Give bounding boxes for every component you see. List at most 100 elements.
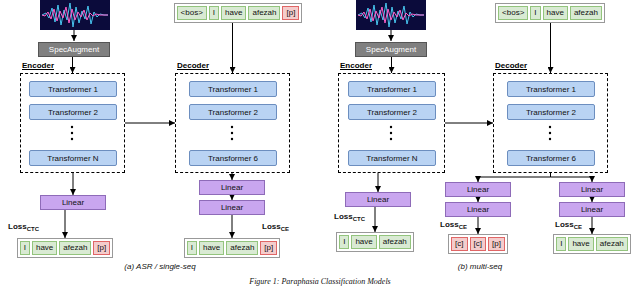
block-heading: Encoder: [22, 61, 54, 70]
loss-name: Loss: [8, 222, 27, 231]
arrow: [375, 207, 376, 232]
block-heading: Encoder: [340, 61, 372, 70]
arrow: [378, 173, 379, 192]
token-box: have: [543, 6, 568, 20]
arrow: [551, 173, 593, 182]
loss-subscript: CE: [459, 224, 467, 230]
transformer-box: Transformer 1: [189, 81, 277, 97]
block-heading: Decoder: [495, 61, 527, 70]
dashed-block: EncoderTransformer 1Transformer 2Transfo…: [20, 73, 125, 173]
loss-label: LossCTC: [334, 212, 365, 222]
augment-box: SpecAugment: [38, 42, 110, 57]
box-label: afezah: [600, 239, 624, 248]
box-label: have: [203, 243, 220, 252]
loss-name: Loss: [334, 212, 353, 221]
transformer-box: Transformer 2: [189, 104, 277, 120]
box-label: SpecAugment: [366, 45, 416, 54]
box-label: Linear: [367, 195, 389, 204]
subfigure-caption: (b) multi-seq: [330, 262, 630, 271]
token-row: Ihave afezah: [553, 234, 631, 254]
token-box: have: [568, 237, 593, 251]
box-label: have: [572, 239, 589, 248]
ellipsis-dots: [71, 126, 551, 140]
waveform: [40, 0, 110, 30]
box-label: Linear: [467, 205, 489, 214]
arrow: [232, 173, 233, 180]
tag-token-box: [p]: [488, 237, 505, 251]
token-box: I: [339, 235, 349, 249]
linear-box: Linear: [199, 180, 265, 195]
box-label: Transformer 1: [48, 85, 98, 94]
box-label: [p]: [492, 239, 501, 248]
tag-token-box: [c]: [451, 237, 467, 251]
box-label: Transformer 2: [367, 108, 417, 117]
arrow: [592, 217, 593, 234]
augment-box: SpecAugment: [355, 42, 427, 57]
box-label: Transformer 2: [526, 108, 576, 117]
box-label: Transformer 2: [48, 108, 98, 117]
box-label: have: [225, 8, 242, 17]
loss-subscript: CTC: [27, 226, 39, 232]
linear-box: Linear: [445, 202, 511, 217]
tag-token-box: [p]: [282, 6, 299, 20]
box-label: Linear: [221, 183, 243, 192]
box-label: I: [534, 8, 536, 17]
loss-subscript: CE: [574, 224, 582, 230]
box-label: I: [560, 239, 562, 248]
token-box: afezah: [379, 235, 411, 249]
token-box: afezah: [248, 6, 280, 20]
box-label: Transformer 1: [208, 85, 258, 94]
loss-subscript: CTC: [353, 216, 365, 222]
waveform: [356, 0, 426, 30]
tag-token-box: [c]: [470, 237, 486, 251]
token-row: <bos> Ihaveafezah: [495, 3, 605, 23]
box-label: [c]: [474, 239, 482, 248]
box-label: Linear: [581, 205, 603, 214]
linear-box: Linear: [199, 200, 265, 215]
linear-box: Linear: [345, 192, 411, 207]
token-box: have: [199, 241, 224, 255]
input-arrow: [74, 30, 75, 41]
box-label: I: [343, 237, 345, 246]
transformer-box: Transformer N: [348, 150, 436, 166]
transformer-box: Transformer 1: [507, 81, 595, 97]
dashed-block: EncoderTransformer 1Transformer 2Transfo…: [338, 73, 445, 173]
box-label: Linear: [221, 203, 243, 212]
subfigure-caption: (a) ASR / single-seq: [10, 262, 310, 271]
loss-label: LossCTC: [8, 222, 39, 232]
arrow: [125, 123, 175, 124]
loss-name: Loss: [262, 222, 281, 231]
box-label: I: [213, 8, 215, 17]
arrow: [550, 23, 551, 73]
transformer-box: Transformer 6: [507, 150, 595, 166]
token-row: Ihave afezah: [336, 232, 414, 252]
box-label: <bos>: [502, 8, 524, 17]
token-box: afezah: [570, 6, 602, 20]
token-box: afezah: [226, 241, 258, 255]
loss-label: LossCE: [262, 222, 289, 232]
arrow: [65, 210, 66, 238]
token-box: I: [209, 6, 219, 20]
arrow: [232, 23, 233, 73]
arrow: [232, 215, 233, 238]
box-label: I: [24, 243, 26, 252]
box-label: Transformer 1: [526, 85, 576, 94]
box-label: [c]: [455, 239, 463, 248]
box-label: Linear: [467, 185, 489, 194]
box-label: Transformer N: [47, 154, 98, 163]
box-label: afezah: [63, 243, 87, 252]
token-row: <bos>Ihaveafezah[p]: [174, 3, 303, 23]
box-label: Transformer 6: [526, 154, 576, 163]
loss-subscript: CE: [281, 226, 289, 232]
box-label: have: [355, 237, 372, 246]
transformer-box: Transformer 2: [348, 104, 436, 120]
token-box: have: [351, 235, 376, 249]
arrow: [478, 173, 551, 182]
box-label: afezah: [252, 8, 276, 17]
token-box: have: [221, 6, 246, 20]
transformer-box: Transformer 1: [348, 81, 436, 97]
box-label: Transformer 6: [208, 154, 258, 163]
box-label: Transformer 1: [367, 85, 417, 94]
token-box: I: [556, 237, 566, 251]
transformer-box: Transformer 2: [29, 104, 117, 120]
